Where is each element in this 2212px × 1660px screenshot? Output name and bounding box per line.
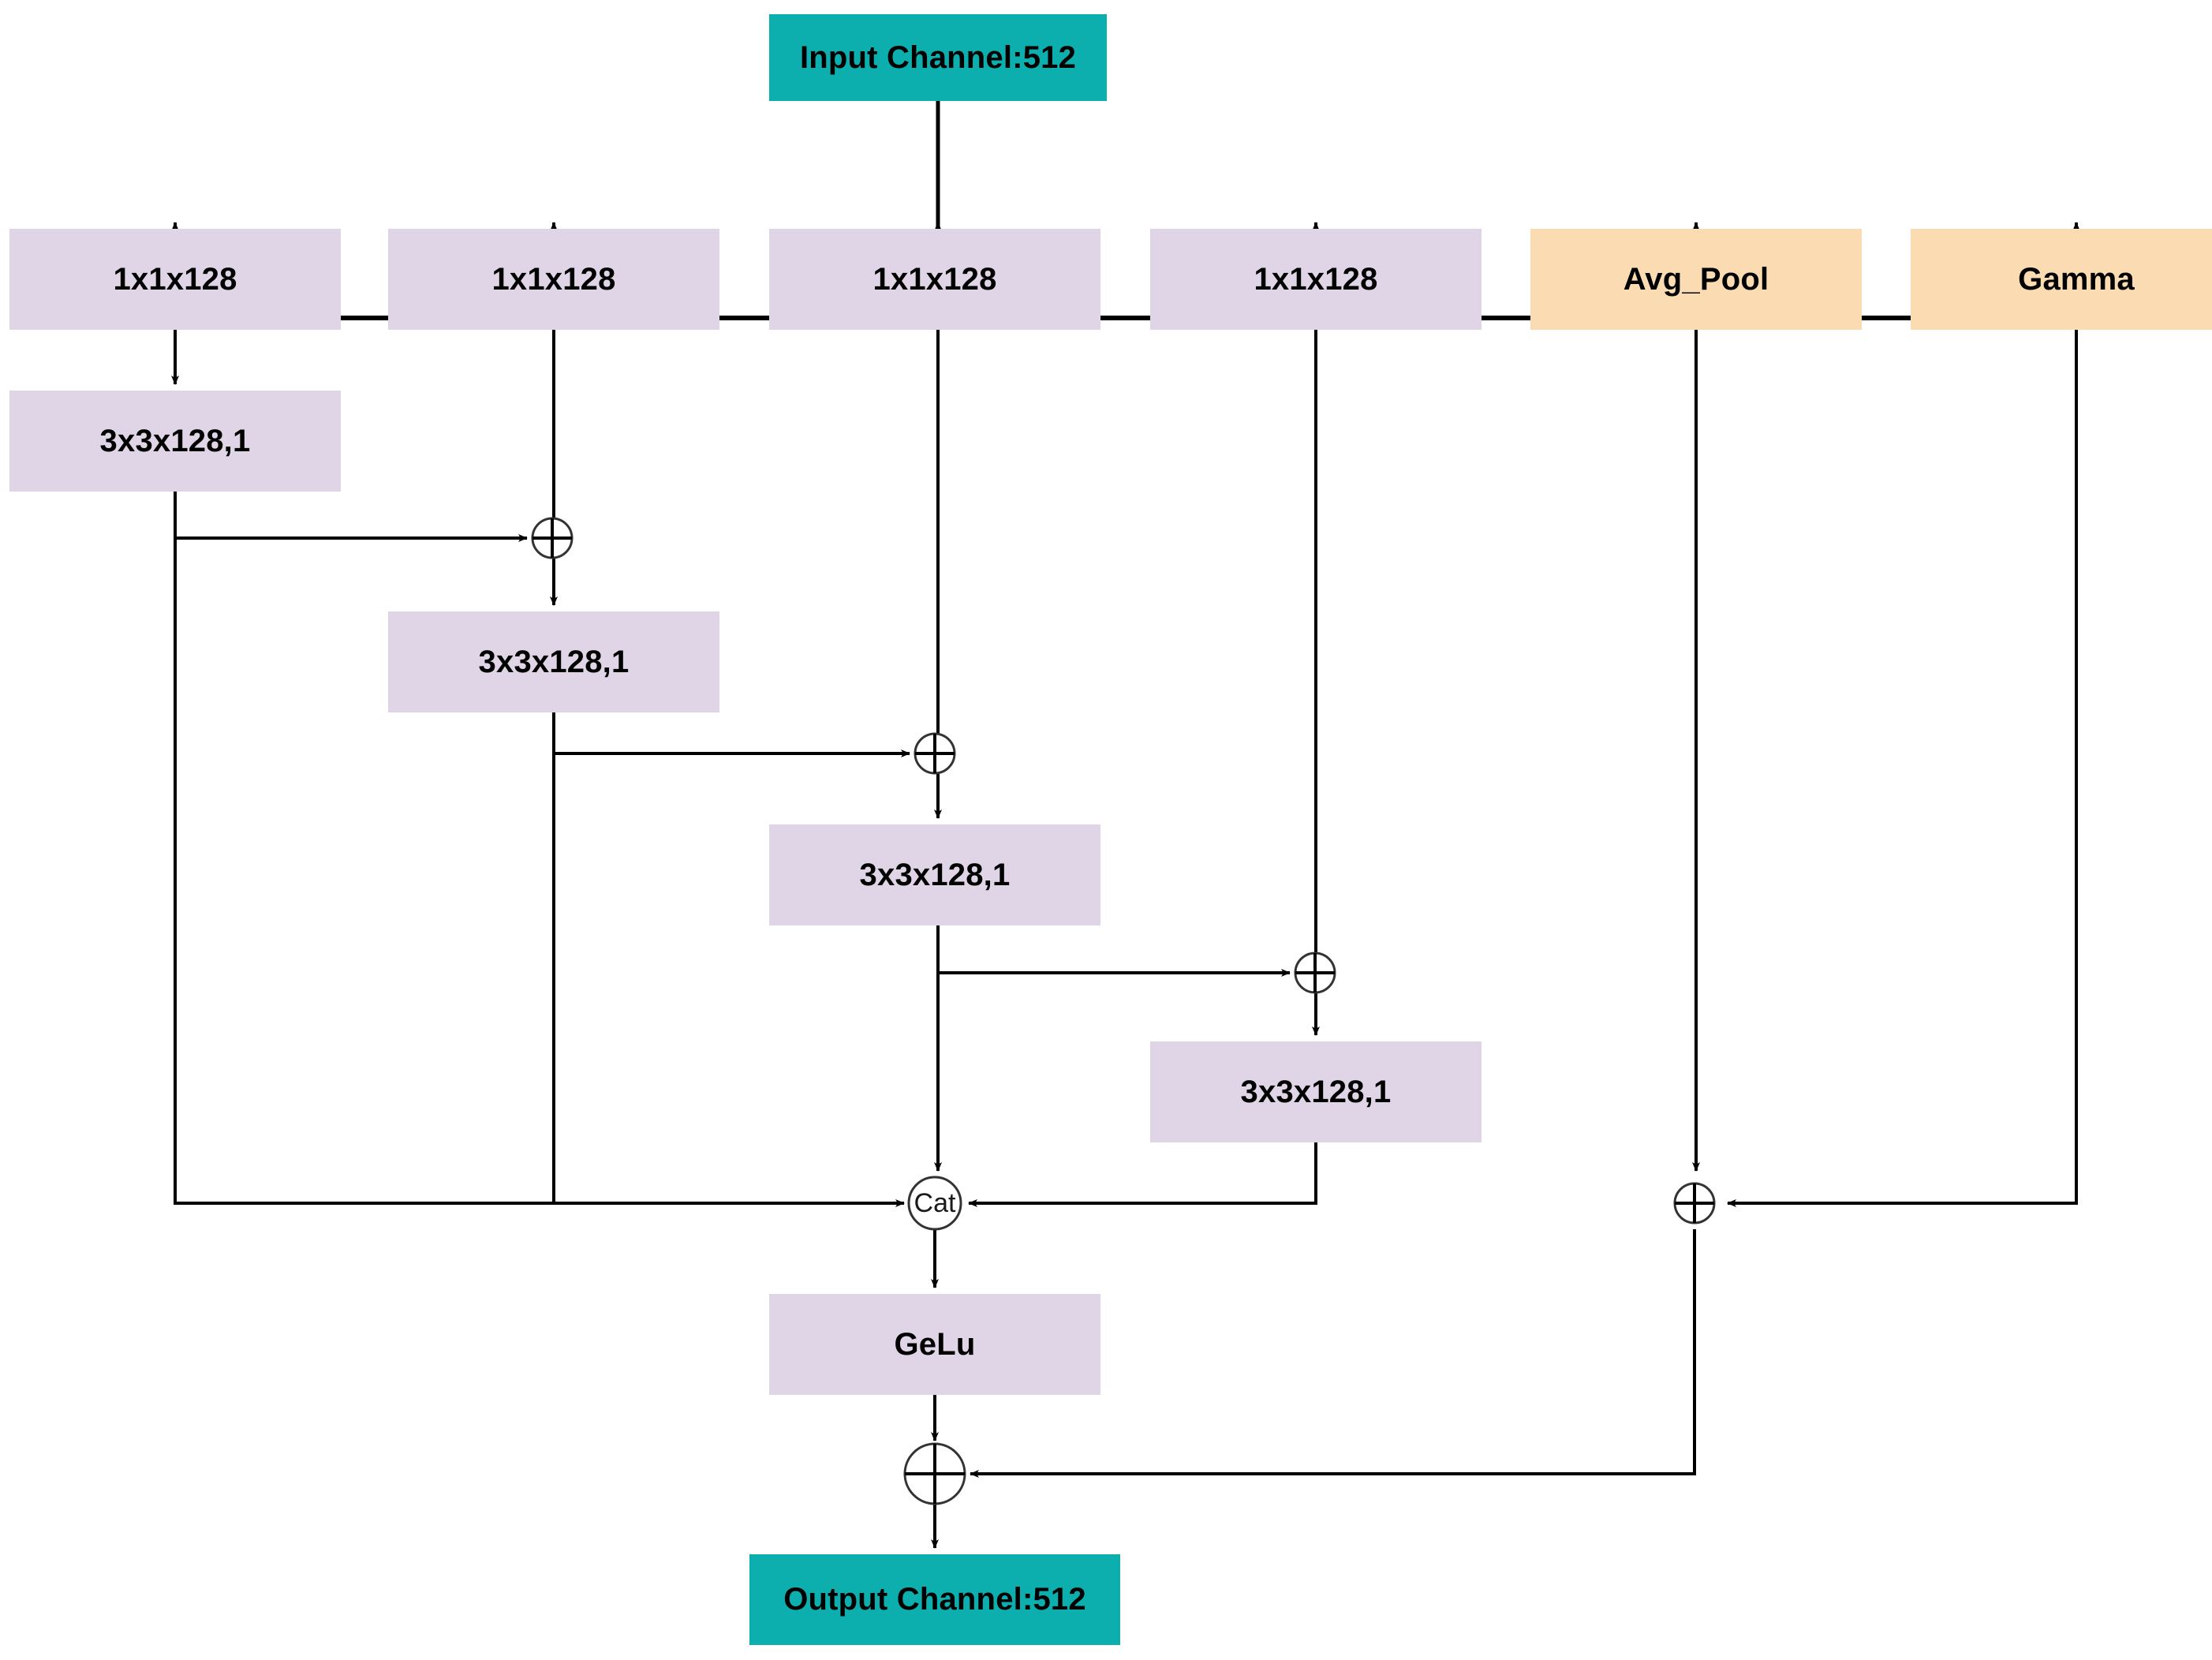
node-conv1-3x3x128[interactable]: 3x3x128,1 xyxy=(9,391,341,492)
node-conv4-3x3x128[interactable]: 3x3x128,1 xyxy=(1150,1041,1482,1142)
concat-operator xyxy=(907,1176,962,1231)
node-output-channel[interactable]: Output Channel:512 xyxy=(749,1554,1120,1645)
node-conv3-3x3x128[interactable]: 3x3x128,1 xyxy=(769,824,1100,925)
node-gamma[interactable]: Gamma xyxy=(1911,229,2212,330)
node-branch3-1x1x128[interactable]: 1x1x128 xyxy=(769,229,1100,330)
node-avg-pool[interactable]: Avg_Pool xyxy=(1530,229,1862,330)
node-conv2-3x3x128[interactable]: 3x3x128,1 xyxy=(388,611,719,712)
node-branch4-1x1x128[interactable]: 1x1x128 xyxy=(1150,229,1482,330)
node-gelu[interactable]: GeLu xyxy=(769,1294,1100,1395)
node-branch2-1x1x128[interactable]: 1x1x128 xyxy=(388,229,719,330)
node-branch1-1x1x128[interactable]: 1x1x128 xyxy=(9,229,341,330)
node-input-channel[interactable]: Input Channel:512 xyxy=(769,14,1107,101)
